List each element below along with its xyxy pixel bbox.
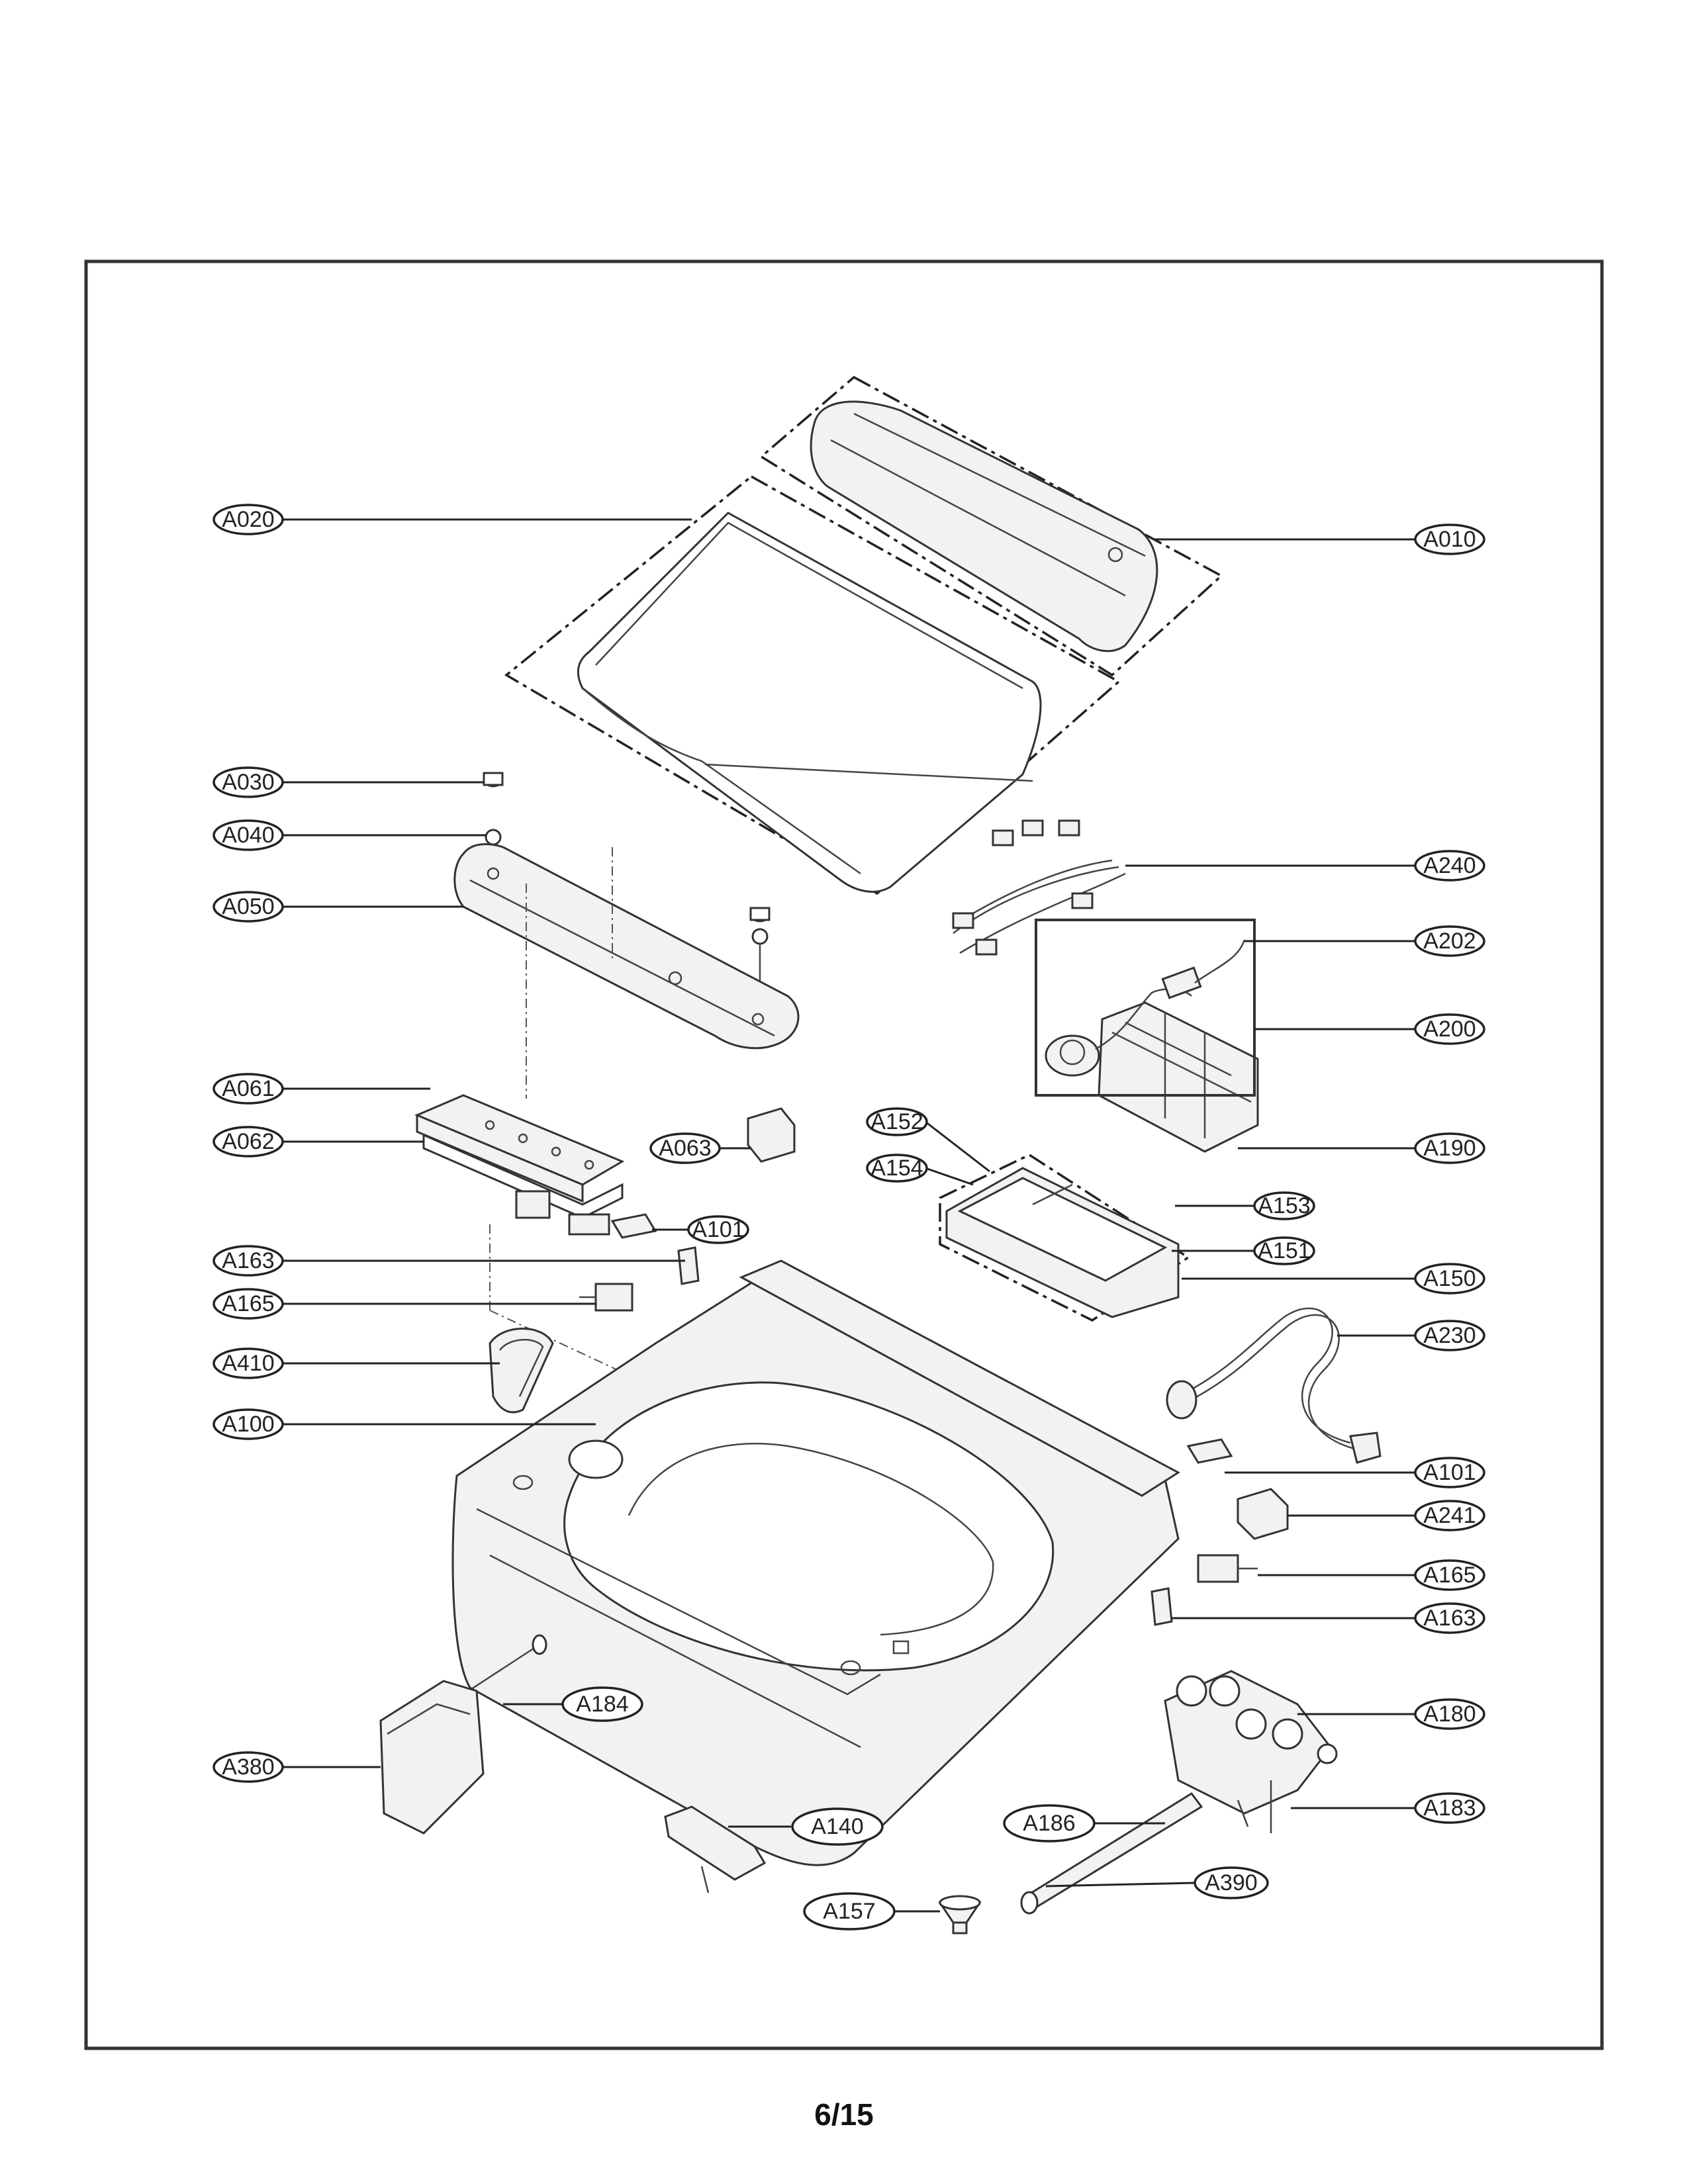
callout-a186: A186	[1003, 1804, 1096, 1843]
callout-a184: A184	[561, 1686, 643, 1722]
svg-text:A241: A241	[1423, 1503, 1476, 1528]
switch-right-parts	[1150, 1554, 1258, 1626]
callout-a410: A410	[212, 1347, 284, 1379]
svg-text:A163: A163	[222, 1248, 274, 1273]
callout-a380: A380	[212, 1751, 284, 1783]
svg-text:A202: A202	[1423, 929, 1476, 954]
callout-a200: A200	[1414, 1013, 1485, 1045]
svg-text:A180: A180	[1423, 1702, 1476, 1727]
control-panel-cover-part	[453, 843, 800, 1050]
callout-a151: A151	[1253, 1236, 1315, 1265]
svg-text:A020: A020	[222, 507, 274, 532]
diagram-frame	[84, 259, 1604, 2050]
svg-text:A157: A157	[823, 1899, 875, 1924]
lid-trim-part	[759, 375, 1224, 677]
clip-right-part	[1186, 1438, 1233, 1464]
wire-harness-part	[952, 819, 1126, 956]
callout-a183: A183	[1414, 1792, 1485, 1824]
callout-a165-left: A165	[212, 1288, 284, 1320]
callout-a101-right: A101	[1414, 1457, 1485, 1488]
a157-funnel-part	[938, 1895, 982, 1934]
callout-a030: A030	[212, 766, 284, 798]
svg-text:A240: A240	[1423, 853, 1476, 878]
callout-a152: A152	[866, 1107, 928, 1136]
callout-a180: A180	[1414, 1698, 1485, 1730]
leader-lines	[281, 518, 1417, 1913]
svg-text:A154: A154	[870, 1156, 923, 1181]
lid-glass-part	[504, 475, 1121, 895]
callout-a202: A202	[1414, 925, 1485, 957]
callout-a101-left: A101	[687, 1215, 749, 1244]
svg-text:A150: A150	[1423, 1266, 1476, 1291]
water-valve-part	[1164, 1670, 1338, 1833]
svg-text:A101: A101	[692, 1217, 744, 1242]
svg-text:A061: A061	[222, 1076, 274, 1101]
callout-a153: A153	[1253, 1191, 1315, 1220]
svg-text:A380: A380	[222, 1754, 274, 1780]
callout-a163-left: A163	[212, 1245, 284, 1277]
svg-text:A165: A165	[1423, 1563, 1476, 1588]
callout-a240: A240	[1414, 850, 1485, 882]
callout-a010: A010	[1414, 523, 1485, 555]
a184-a380-parts	[379, 1634, 547, 1835]
svg-text:A163: A163	[1423, 1606, 1476, 1631]
callout-a140: A140	[791, 1807, 884, 1846]
callout-a157: A157	[803, 1892, 896, 1931]
svg-text:A190: A190	[1423, 1136, 1476, 1161]
callout-a390: A390	[1194, 1866, 1269, 1899]
svg-text:A040: A040	[222, 823, 274, 848]
callout-a165-right: A165	[1414, 1559, 1485, 1591]
svg-text:A183: A183	[1423, 1796, 1476, 1821]
svg-text:A100: A100	[222, 1412, 274, 1437]
callout-a061: A061	[212, 1073, 284, 1105]
pressure-switch-box	[1035, 919, 1256, 1097]
callout-a154: A154	[866, 1154, 928, 1183]
svg-text:A186: A186	[1023, 1811, 1075, 1836]
callout-a063: A063	[649, 1132, 721, 1164]
svg-text:A184: A184	[576, 1692, 628, 1717]
callout-a040: A040	[212, 819, 284, 851]
svg-text:A010: A010	[1423, 527, 1476, 552]
svg-text:A050: A050	[222, 894, 274, 919]
callout-a241: A241	[1414, 1500, 1485, 1531]
svg-text:A101: A101	[1423, 1460, 1476, 1485]
callout-a020: A020	[212, 504, 284, 535]
svg-text:A165: A165	[222, 1291, 274, 1316]
a063-part	[747, 1107, 796, 1163]
callout-a230: A230	[1414, 1320, 1485, 1351]
callout-a050: A050	[212, 891, 284, 923]
svg-text:A152: A152	[870, 1109, 923, 1134]
svg-text:A153: A153	[1258, 1193, 1310, 1218]
callout-a062: A062	[212, 1126, 284, 1158]
top-frame-part	[451, 1259, 1180, 1866]
svg-text:A230: A230	[1423, 1323, 1476, 1348]
callout-a100: A100	[212, 1408, 284, 1440]
svg-text:A200: A200	[1423, 1017, 1476, 1042]
a241-part	[1237, 1488, 1289, 1540]
svg-text:A030: A030	[222, 770, 274, 795]
clip-left-part	[610, 1213, 657, 1239]
a140-part	[664, 1805, 767, 1893]
svg-text:A390: A390	[1205, 1870, 1257, 1895]
pcb-assembly-part	[414, 884, 639, 1621]
svg-text:A063: A063	[659, 1136, 711, 1161]
callout-a150: A150	[1414, 1263, 1485, 1295]
svg-text:A151: A151	[1258, 1238, 1310, 1263]
dispenser-drawer-part	[939, 1153, 1191, 1322]
power-cord-part	[1166, 1307, 1382, 1464]
a410-ring-part	[489, 1328, 554, 1414]
svg-text:A140: A140	[811, 1814, 863, 1839]
callout-a190: A190	[1414, 1132, 1485, 1164]
a190-part	[1098, 1001, 1259, 1153]
svg-text:A410: A410	[222, 1351, 274, 1376]
callout-a163-right: A163	[1414, 1602, 1485, 1634]
page-number: 6/15	[814, 2097, 874, 2132]
svg-text:A062: A062	[222, 1129, 274, 1154]
switch-left-parts	[579, 1246, 700, 1312]
